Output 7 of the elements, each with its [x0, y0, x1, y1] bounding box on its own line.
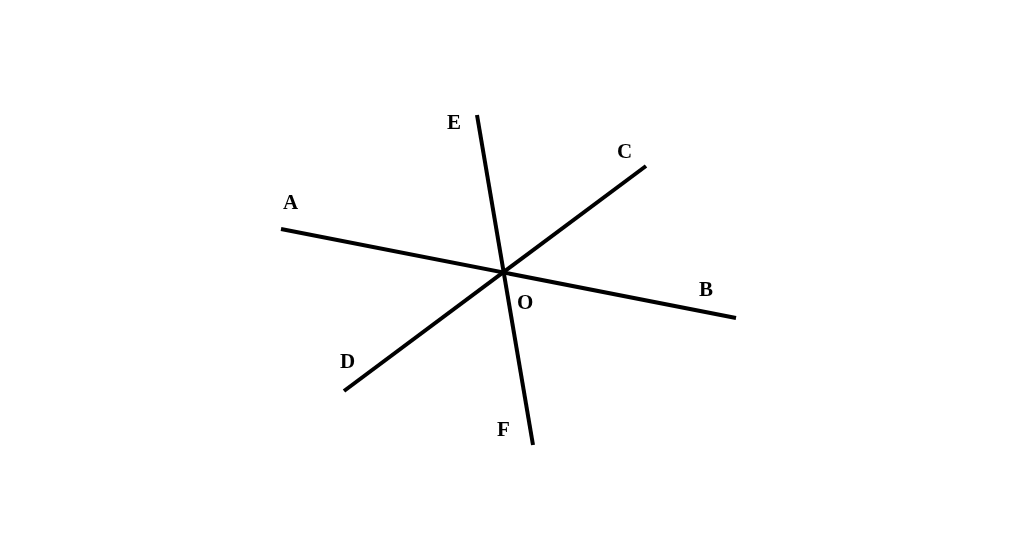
- point-label: F: [497, 419, 510, 440]
- point-label: A: [283, 192, 299, 213]
- point-label: B: [699, 279, 713, 300]
- point-label: D: [340, 351, 356, 372]
- point-label: C: [617, 141, 633, 162]
- point-label: O: [517, 292, 534, 313]
- point-label: E: [447, 112, 461, 133]
